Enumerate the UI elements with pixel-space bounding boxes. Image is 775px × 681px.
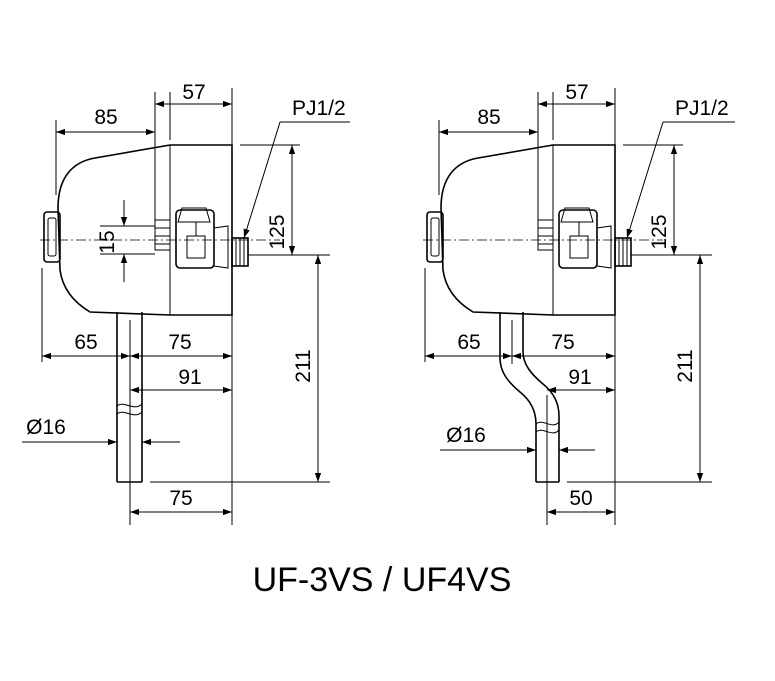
dim-57: 57 — [182, 81, 205, 104]
dim-57: 57 — [565, 81, 588, 104]
dim-75-bottom: 75 — [169, 487, 192, 510]
left-dimension-labels: 85 57 PJ1/2 125 15 65 75 91 211 Ø16 75 — [26, 81, 346, 510]
dim-65: 65 — [457, 331, 480, 354]
dim-91: 91 — [568, 366, 591, 389]
right-extension-lines — [424, 88, 712, 525]
right-dimension-labels: 85 57 PJ1/2 125 65 75 91 211 Ø16 50 — [446, 81, 729, 510]
left-extension-lines — [41, 88, 330, 525]
dim-85: 85 — [477, 106, 500, 129]
dim-75: 75 — [168, 331, 191, 354]
dim-211: 211 — [674, 349, 697, 382]
left-dimension-lines — [22, 100, 350, 516]
right-dimension-lines — [425, 100, 735, 516]
dim-diameter-16: Ø16 — [446, 424, 486, 447]
model-caption: UF-3VS / UF4VS — [253, 561, 512, 599]
dim-85: 85 — [94, 106, 117, 129]
thread-label: PJ1/2 — [292, 97, 346, 120]
dim-50: 50 — [569, 487, 592, 510]
thread-label: PJ1/2 — [675, 97, 729, 120]
dim-diameter-16: Ø16 — [26, 416, 66, 439]
dim-65: 65 — [74, 331, 97, 354]
dim-91: 91 — [178, 366, 201, 389]
left-valve-body — [43, 144, 249, 483]
dim-75: 75 — [551, 331, 574, 354]
dim-211: 211 — [292, 349, 315, 382]
right-drawing: 85 57 PJ1/2 125 65 75 91 211 Ø16 50 — [423, 81, 735, 525]
dim-125: 125 — [266, 214, 289, 249]
dim-125: 125 — [648, 214, 671, 249]
dim-15: 15 — [96, 230, 119, 253]
left-drawing: 85 57 PJ1/2 125 15 65 75 91 211 Ø16 75 — [22, 81, 350, 525]
